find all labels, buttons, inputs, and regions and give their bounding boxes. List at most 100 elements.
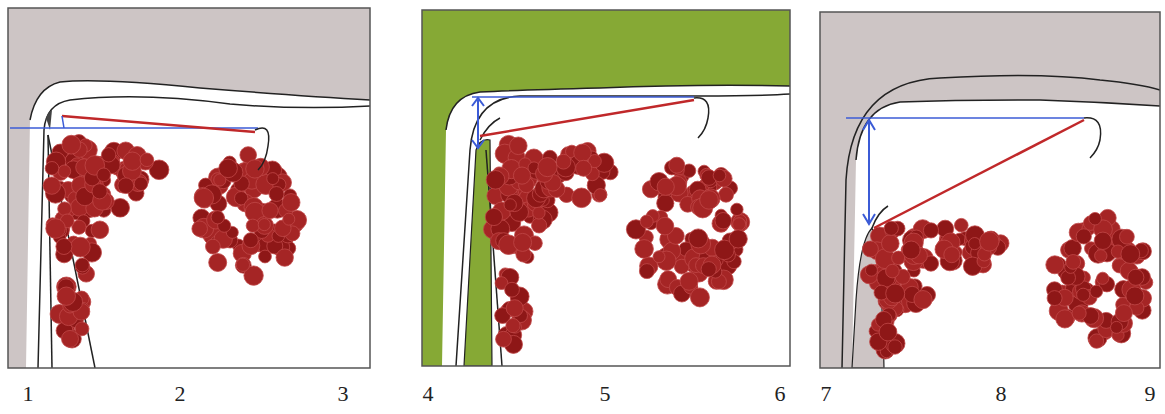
cell-dot <box>1046 256 1064 274</box>
cell-dot <box>1077 288 1090 301</box>
callout-number: 2 <box>175 383 186 405</box>
cell-dot <box>888 340 902 354</box>
cell-dot <box>1121 245 1140 264</box>
cell-dot <box>513 167 530 184</box>
cell-dot <box>1095 250 1107 262</box>
cell-dot <box>731 203 743 215</box>
cell-dot <box>262 203 278 219</box>
cell-dot <box>1056 310 1074 328</box>
cell-dot <box>276 249 293 266</box>
cell-dot <box>719 187 734 202</box>
cell-dot <box>729 230 747 248</box>
cell-dot <box>485 208 502 225</box>
cell-dot <box>653 251 665 263</box>
cell-dot <box>58 202 72 216</box>
cell-dot <box>506 319 520 333</box>
cell-dot <box>572 188 592 208</box>
cell-dot <box>510 137 528 155</box>
cell-dot <box>123 152 141 170</box>
cell-dot <box>902 241 920 259</box>
cell-dot <box>269 187 284 202</box>
cell-dot <box>1128 269 1144 285</box>
cell-dot <box>914 291 932 309</box>
cell-dot <box>57 287 75 305</box>
cell-dot <box>258 219 270 231</box>
cell-dot <box>1115 305 1132 322</box>
callout-number: 3 <box>338 383 349 405</box>
callout-number: 5 <box>600 383 611 405</box>
cell-dot <box>209 254 227 272</box>
cell-dot <box>669 157 685 173</box>
cell-dot <box>882 235 900 253</box>
cell-dot <box>486 171 505 190</box>
cell-dot <box>576 160 592 176</box>
callout-number: 4 <box>423 383 434 405</box>
callout-number: 7 <box>821 383 832 405</box>
cell-dot <box>206 239 221 254</box>
cell-dot <box>259 250 272 263</box>
cell-dot <box>1120 229 1135 244</box>
cell-dot <box>62 330 79 347</box>
cell-dot <box>969 238 981 250</box>
cell-dot <box>1047 291 1062 306</box>
cell-dot <box>980 232 999 251</box>
cell-dot <box>532 218 547 233</box>
cell-dot <box>1066 255 1081 270</box>
cell-dot <box>46 219 66 239</box>
cell-dot <box>656 217 674 235</box>
cell-dot <box>657 195 674 212</box>
cell-dot <box>243 233 258 248</box>
cell-dot <box>219 159 238 178</box>
cell-dot <box>91 221 109 239</box>
cell-dot <box>92 184 107 199</box>
cell-dot <box>192 221 208 237</box>
cell-dot <box>1111 321 1123 333</box>
cell-dot <box>256 217 274 235</box>
cell-dot <box>134 177 148 191</box>
cell-dot <box>1097 272 1109 284</box>
panel-two <box>422 10 790 366</box>
cell-dot <box>657 178 674 195</box>
cell-dot <box>514 233 532 251</box>
cell-dot <box>923 223 938 238</box>
cell-dot <box>886 284 905 303</box>
cell-dot <box>533 207 545 219</box>
cell-dot <box>715 213 731 229</box>
cell-dot <box>556 154 571 169</box>
cell-dot <box>1126 287 1144 305</box>
cell-dot <box>713 169 726 182</box>
cell-dot <box>504 199 516 211</box>
cell-dot <box>211 211 224 224</box>
cell-dot <box>862 241 878 257</box>
cell-dot <box>639 264 654 279</box>
cell-dot <box>690 288 709 307</box>
cell-dot <box>43 177 60 194</box>
cell-dot <box>594 189 607 202</box>
cell-dot <box>884 221 898 235</box>
cell-dot <box>246 219 259 232</box>
cell-dot <box>97 168 111 182</box>
cell-dot <box>70 237 90 257</box>
cell-dot <box>886 264 900 278</box>
cell-dot <box>1090 285 1103 298</box>
cell-dot <box>506 300 523 317</box>
cell-dot <box>236 258 249 271</box>
cell-dot <box>45 162 59 176</box>
cell-dot <box>1076 229 1091 244</box>
cell-dot <box>701 262 716 277</box>
cell-dot <box>58 165 71 178</box>
cell-dot <box>640 215 653 228</box>
callout-number: 8 <box>996 383 1007 405</box>
cell-dot <box>865 264 877 276</box>
cell-dot <box>1089 334 1103 348</box>
cell-dot <box>731 213 750 232</box>
cell-dot <box>1094 232 1111 249</box>
cell-dot <box>496 331 512 347</box>
cell-dot <box>1089 212 1102 225</box>
panel-three <box>820 12 1160 368</box>
cell-dot <box>689 229 708 248</box>
cell-dot <box>282 194 300 212</box>
cell-dot <box>267 173 279 185</box>
callout-number: 6 <box>775 383 786 405</box>
